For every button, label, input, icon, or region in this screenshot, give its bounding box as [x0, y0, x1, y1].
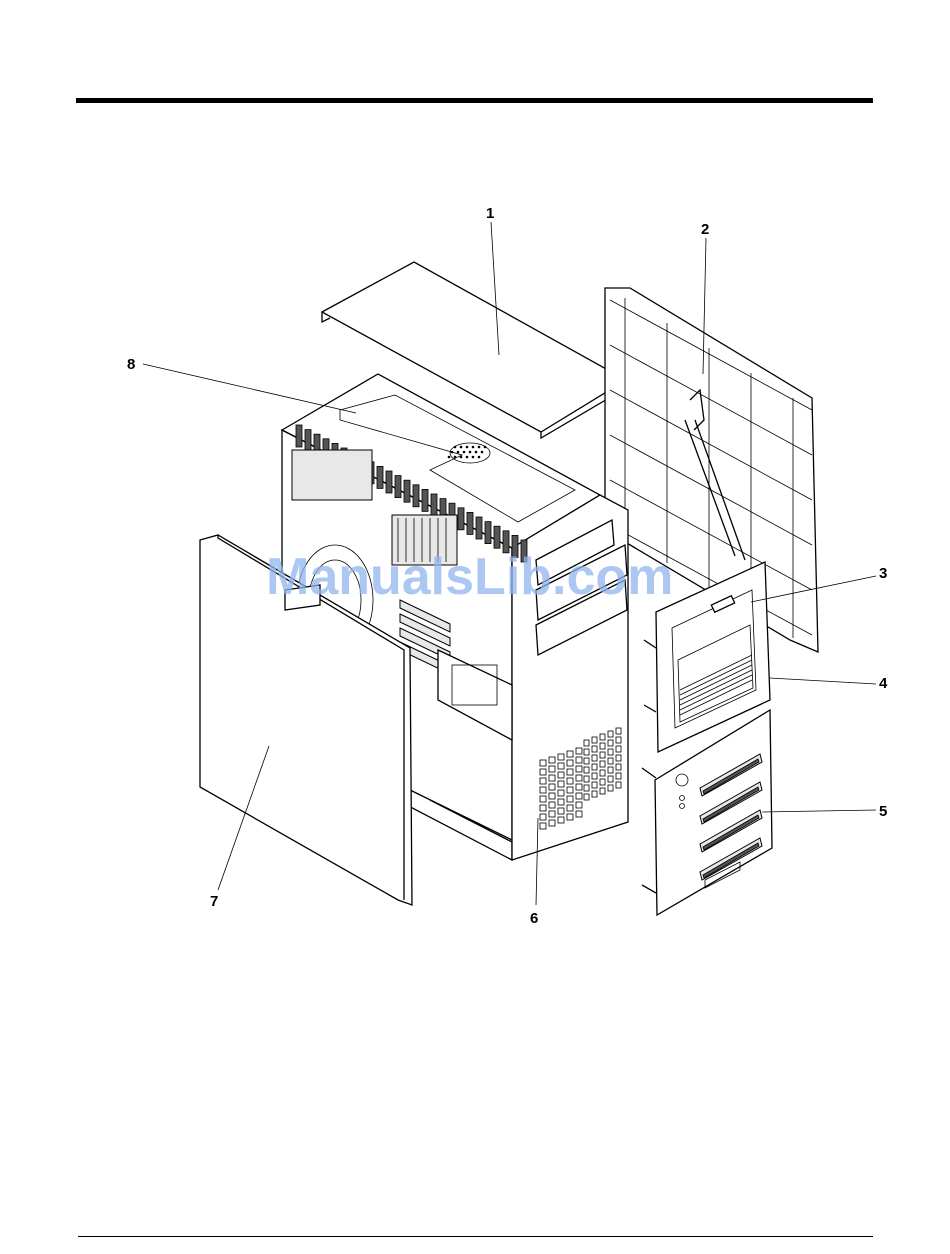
footer-rule: [78, 1236, 873, 1237]
vent-dot: [469, 451, 472, 454]
vent-dot: [481, 451, 484, 454]
callout-6: 6: [530, 910, 538, 927]
callout-2: 2: [701, 221, 709, 238]
callout-3: 3: [879, 565, 887, 582]
vent-dot: [448, 456, 451, 459]
vent-dot: [463, 451, 466, 454]
ridge: [404, 480, 410, 502]
ridge: [494, 526, 500, 548]
ridge: [395, 476, 401, 498]
ridge: [422, 489, 428, 511]
ridge: [467, 512, 473, 534]
vent-dot: [466, 446, 469, 449]
vent-dot: [457, 451, 460, 454]
ridge: [476, 517, 482, 539]
ridge: [458, 508, 464, 530]
vent-dot: [472, 456, 475, 459]
leader-line-5: [762, 810, 876, 812]
ridge: [485, 522, 491, 544]
vent-dot: [472, 446, 475, 449]
vent-dot: [478, 446, 481, 449]
callout-8: 8: [127, 356, 135, 373]
ridge: [377, 466, 383, 488]
callout-7: 7: [210, 893, 218, 910]
ridge: [305, 430, 311, 452]
vent-dot: [454, 446, 457, 449]
callout-4: 4: [879, 675, 888, 692]
callout-5: 5: [879, 803, 887, 820]
leader-line-4: [770, 678, 876, 684]
vent-dot: [484, 446, 487, 449]
leader-line-8: [143, 364, 356, 413]
vent-dot: [460, 446, 463, 449]
ridge: [431, 494, 437, 516]
callout-1: 1: [486, 205, 494, 222]
ridge: [413, 485, 419, 507]
vent-dot: [475, 451, 478, 454]
watermark-text: ManualsLib.com: [266, 548, 673, 606]
vent-dot: [466, 456, 469, 459]
ridge: [386, 471, 392, 493]
vent-dot: [478, 456, 481, 459]
ridge: [296, 425, 302, 447]
